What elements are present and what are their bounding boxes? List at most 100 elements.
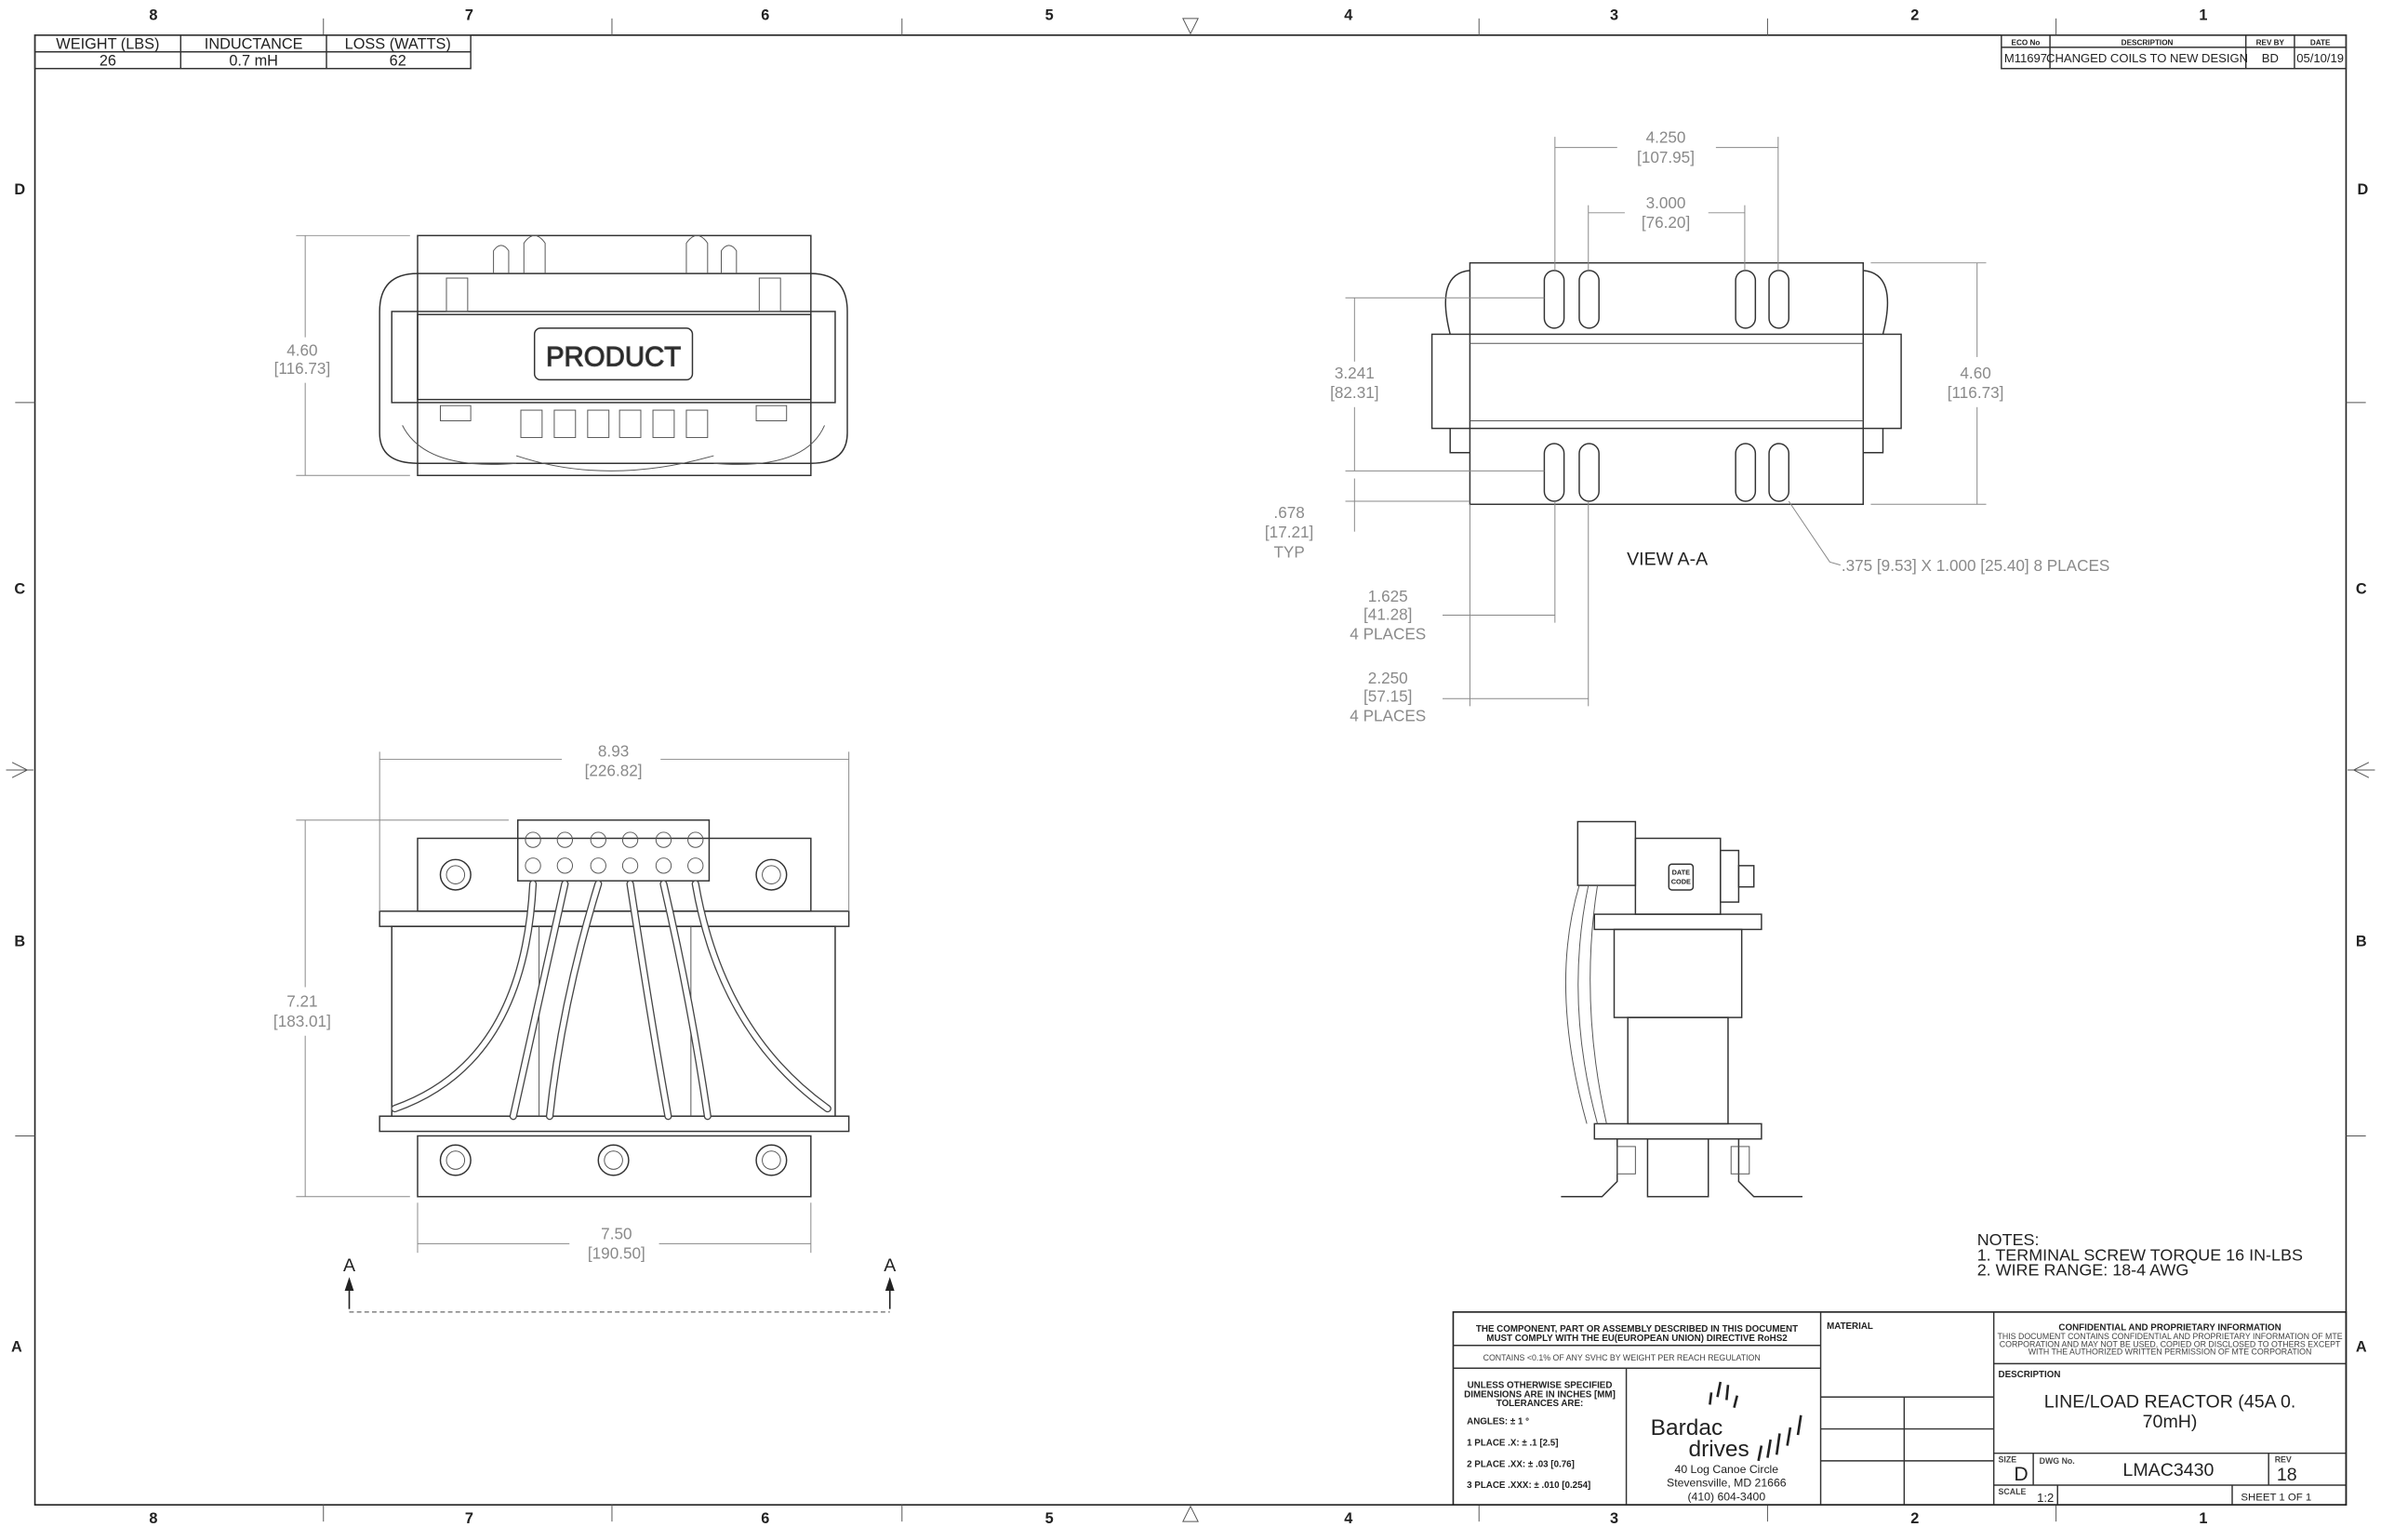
svg-text:Bardac: Bardac: [1651, 1415, 1723, 1440]
svg-text:D: D: [14, 181, 25, 198]
svg-text:8: 8: [149, 7, 157, 23]
svg-text:0.7 mH: 0.7 mH: [229, 52, 278, 69]
svg-text:[116.73]: [116.73]: [1948, 383, 2004, 402]
svg-text:18: 18: [2277, 1465, 2297, 1485]
svg-text:THIS DOCUMENT CONTAINS CONFIDE: THIS DOCUMENT CONTAINS CONFIDENTIAL AND …: [1997, 1332, 2342, 1341]
svg-text:4: 4: [1344, 1510, 1352, 1527]
svg-text:70mH): 70mH): [2143, 1412, 2198, 1432]
terminal-block: [517, 819, 711, 882]
svg-text:A: A: [884, 1255, 897, 1276]
svg-text:[41.28]: [41.28]: [1363, 604, 1412, 623]
svg-text:A: A: [11, 1338, 22, 1355]
svg-text:.678: .678: [1273, 503, 1304, 522]
spec-table: WEIGHT (LBS) INDUCTANCE LOSS (WATTS) 26 …: [33, 34, 472, 70]
svg-text:CHANGED COILS TO NEW DESIGN: CHANGED COILS TO NEW DESIGN: [2046, 51, 2248, 65]
svg-text:CONTAINS <0.1% OF ANY SVHC BY: CONTAINS <0.1% OF ANY SVHC BY WEIGHT PER…: [1483, 1353, 1761, 1362]
svg-text:REV BY: REV BY: [2256, 38, 2285, 46]
title-block: THE COMPONENT, PART OR ASSEMBLY DESCRIBE…: [1452, 1311, 2348, 1507]
svg-text:INDUCTANCE: INDUCTANCE: [205, 35, 303, 52]
svg-text:LMAC3430: LMAC3430: [2122, 1460, 2214, 1480]
svg-text:TOLERANCES ARE:: TOLERANCES ARE:: [1496, 1399, 1583, 1409]
svg-text:[82.31]: [82.31]: [1330, 383, 1378, 402]
svg-text:1.625: 1.625: [1368, 587, 1408, 605]
svg-text:[226.82]: [226.82]: [585, 762, 643, 780]
svg-text:7.50: 7.50: [601, 1224, 632, 1242]
svg-text:[17.21]: [17.21]: [1265, 523, 1313, 541]
svg-text:3: 3: [1610, 1510, 1618, 1527]
svg-text:8: 8: [149, 1510, 157, 1527]
svg-text:DWG No.: DWG No.: [2040, 1456, 2075, 1466]
drawing-frame: [6, 18, 2375, 1522]
svg-text:3.241: 3.241: [1335, 364, 1375, 382]
svg-text:3 PLACE .XXX: ± .010 [0.254]: 3 PLACE .XXX: ± .010 [0.254]: [1467, 1480, 1590, 1491]
svg-text:6: 6: [761, 7, 769, 23]
svg-text:1: 1: [2199, 1510, 2207, 1527]
svg-text:C: C: [14, 581, 25, 598]
svg-text:2: 2: [1910, 1510, 1919, 1527]
svg-text:WITH THE AUTHORIZED WRITTEN PE: WITH THE AUTHORIZED WRITTEN PERMISSION O…: [2029, 1348, 2312, 1357]
svg-text:drives: drives: [1689, 1437, 1749, 1462]
svg-text:4.60: 4.60: [286, 340, 317, 359]
svg-text:[116.73]: [116.73]: [274, 359, 331, 378]
svg-text:LOSS (WATTS): LOSS (WATTS): [345, 35, 451, 52]
svg-text:[76.20]: [76.20]: [1642, 213, 1690, 232]
svg-text:THE COMPONENT, PART OR ASSEMBL: THE COMPONENT, PART OR ASSEMBLY DESCRIBE…: [1476, 1324, 1798, 1334]
svg-text:TYP: TYP: [1273, 542, 1304, 561]
svg-text:7: 7: [465, 1510, 473, 1527]
svg-text:4 PLACES: 4 PLACES: [1350, 625, 1426, 644]
svg-text:[190.50]: [190.50]: [588, 1244, 645, 1263]
svg-text:CODE: CODE: [1671, 877, 1691, 885]
product-label-plate: [533, 327, 694, 381]
svg-text:DESCRIPTION: DESCRIPTION: [2122, 38, 2174, 46]
svg-text:A: A: [2356, 1338, 2367, 1355]
svg-text:7.21: 7.21: [286, 992, 317, 1011]
view-a-a: VIEW A-A 4.250[107.95] 3.000[76.20] 4.60…: [1265, 128, 2109, 725]
svg-text:8.93: 8.93: [598, 741, 629, 760]
svg-text:4: 4: [1344, 7, 1352, 23]
svg-text:4 PLACES: 4 PLACES: [1350, 707, 1426, 725]
section-line-a-a: A A: [343, 1255, 897, 1313]
svg-text:1. TERMINAL SCREW TORQUE 16: 1. TERMINAL SCREW TORQUE 16 IN-LBS: [1977, 1245, 2303, 1264]
svg-text:M11697: M11697: [2004, 51, 2047, 65]
svg-text:ANGLES: ± 1 °: ANGLES: ± 1 °: [1467, 1417, 1529, 1427]
svg-text:REV: REV: [2275, 1454, 2292, 1464]
svg-text:Stevensville, MD 21666: Stevensville, MD 21666: [1667, 1477, 1787, 1490]
svg-text:WEIGHT (LBS): WEIGHT (LBS): [56, 35, 159, 52]
svg-text:2. WIRE RANGE: 18-4 AWG: 2. WIRE RANGE: 18-4 AWG: [1977, 1261, 2189, 1280]
svg-text:DATE: DATE: [2310, 38, 2331, 46]
svg-text:B: B: [14, 933, 25, 949]
svg-text:DIMENSIONS ARE IN INCHES [MM]: DIMENSIONS ARE IN INCHES [MM]: [1464, 1389, 1616, 1400]
svg-text:1: 1: [2199, 7, 2207, 23]
svg-text:.375 [9.53] X 1.000 [25.40] 8: .375 [9.53] X 1.000 [25.40] 8 PLACES: [1842, 556, 2109, 575]
bardac-logo: Bardac drives: [1651, 1381, 1802, 1462]
svg-text:(410) 604-3400: (410) 604-3400: [1687, 1490, 1765, 1503]
svg-text:26: 26: [100, 52, 116, 69]
svg-text:2: 2: [1910, 7, 1919, 23]
svg-text:2 PLACE .XX: ± .03 [0.76]: 2 PLACE .XX: ± .03 [0.76]: [1467, 1459, 1575, 1469]
svg-text:SIZE: SIZE: [1999, 1454, 2017, 1464]
svg-text:CORPORATION AND MAY NOT BE USE: CORPORATION AND MAY NOT BE USED, COPIED …: [2000, 1339, 2341, 1348]
svg-text:[183.01]: [183.01]: [273, 1012, 331, 1030]
revision-table: ECO No DESCRIPTION REV BY DATE M11697 CH…: [2001, 34, 2348, 70]
svg-text:2.250: 2.250: [1368, 669, 1408, 687]
svg-text:D: D: [2014, 1464, 2028, 1485]
svg-text:1 PLACE .X: ± .1 [2.5]: 1 PLACE .X: ± .1 [2.5]: [1467, 1439, 1558, 1449]
svg-text:ECO No: ECO No: [2012, 38, 2041, 46]
svg-text:SCALE: SCALE: [1999, 1487, 2027, 1496]
svg-text:05/10/19: 05/10/19: [2296, 51, 2344, 65]
svg-text:NOTES:: NOTES:: [1977, 1230, 2040, 1249]
front-view: 8.93 [226.82] 7.21[183.01] 7.50 [190.50] A…: [273, 741, 897, 1313]
svg-text:LINE/LOAD REACTOR (45A 0.: LINE/LOAD REACTOR (45A 0.: [2044, 1392, 2296, 1413]
svg-text:C: C: [2356, 581, 2367, 598]
side-view: DATE CODE: [1561, 820, 1802, 1198]
top-view: PRODUCT 4.60 [116.73]: [274, 234, 848, 476]
svg-text:CONFIDENTIAL AND PROPRIETARY I: CONFIDENTIAL AND PROPRIETARY INFORMATION: [2058, 1322, 2281, 1333]
svg-text:4.250: 4.250: [1646, 128, 1686, 147]
svg-text:B: B: [2356, 933, 2367, 949]
svg-text:6: 6: [761, 1510, 769, 1527]
svg-text:SHEET 1 OF 1: SHEET 1 OF 1: [2241, 1492, 2311, 1503]
svg-text:5: 5: [1045, 1510, 1054, 1527]
svg-text:D: D: [2358, 181, 2369, 198]
svg-text:7: 7: [465, 7, 473, 23]
